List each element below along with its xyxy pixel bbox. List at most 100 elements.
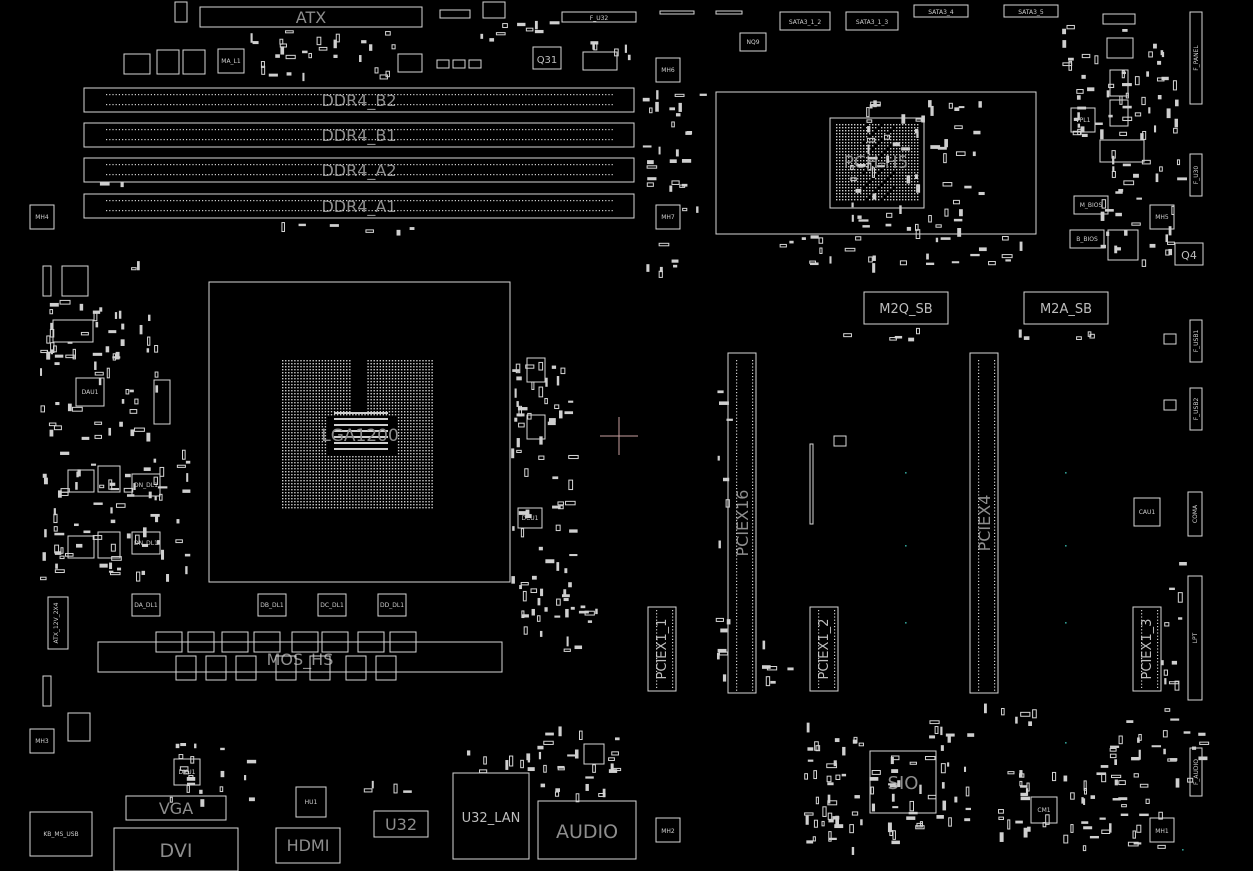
mos-heatsink: MOS_HS	[97, 641, 503, 673]
mh5-mount: MH5	[1149, 204, 1175, 230]
svg-text:U32: U32	[385, 815, 417, 834]
dimm-slot-b1: DDR4_B1	[83, 122, 635, 148]
da-dl1-part: DA_DL1	[131, 593, 161, 617]
mh2-mount: MH2	[655, 817, 681, 843]
svg-text:LPT: LPT	[1192, 632, 1199, 643]
svg-text:F_U32: F_U32	[590, 15, 609, 22]
q4-part: Q4	[1174, 242, 1204, 266]
mh6-mount: MH6	[655, 57, 681, 83]
svg-text:MH4: MH4	[35, 214, 49, 221]
svg-text:DD_DL1: DD_DL1	[380, 602, 404, 609]
pciex1-2-slot: PCIEX1_2	[809, 606, 839, 692]
svg-text:PCIEX1_2: PCIEX1_2	[817, 619, 832, 680]
svg-text:DAU1: DAU1	[82, 389, 99, 396]
svg-text:MH6: MH6	[661, 67, 675, 74]
svg-text:DXU1: DXU1	[179, 769, 196, 776]
svg-text:U32_LAN: U32_LAN	[462, 811, 521, 826]
atx-power-connector: ATX	[199, 6, 423, 28]
pciex1-1-slot: PCIEX1_1	[647, 606, 677, 692]
u32-port: U32	[373, 810, 429, 838]
svg-text:DDR4_B2: DDR4_B2	[321, 91, 396, 111]
svg-text:AUDIO: AUDIO	[556, 821, 618, 843]
svg-text:DVI: DVI	[160, 840, 193, 862]
svg-text:KB_MS_USB: KB_MS_USB	[43, 831, 78, 838]
f-u30-header: F_U30	[1189, 153, 1203, 197]
pciex16-slot: PCIEX16	[727, 352, 757, 694]
svg-text:VPL1: VPL1	[1076, 117, 1091, 124]
svg-text:HDMI: HDMI	[287, 836, 330, 855]
svg-text:F_AUDIO: F_AUDIO	[1193, 759, 1200, 785]
svg-text:B_BIOS: B_BIOS	[1076, 236, 1098, 243]
m-bios-chip: M_BIOS	[1073, 195, 1109, 215]
dimm-pin-rows	[106, 94, 613, 212]
svg-text:VGA: VGA	[159, 799, 193, 818]
svg-text:PCH-H5: PCH-H5	[844, 153, 909, 173]
svg-text:F_USB1: F_USB1	[1193, 330, 1200, 353]
nq9-part: NQ9	[739, 32, 767, 52]
ma-l1-part: MA_L1	[217, 48, 245, 74]
svg-text:M2Q_SB: M2Q_SB	[879, 302, 932, 317]
svg-text:F_PANEL: F_PANEL	[1193, 45, 1200, 71]
svg-text:Q4: Q4	[1181, 249, 1197, 262]
dvi-port: DVI	[113, 827, 239, 871]
kb-ms-usb-port: KB_MS_USB	[29, 811, 93, 857]
f-usb2-header: F_USB2	[1189, 387, 1203, 431]
sata-connector-4: SATA3_5	[1003, 4, 1059, 18]
pciex1-3-slot: PCIEX1_3	[1132, 606, 1162, 692]
sio-chip: SIO	[869, 750, 937, 814]
svg-text:PCIEX4: PCIEX4	[975, 495, 994, 552]
f-u32-header: F_U32	[561, 11, 637, 23]
crosshair-icon	[600, 417, 638, 455]
smd-components	[40, 20, 1210, 855]
svg-text:MOS_HS: MOS_HS	[267, 650, 334, 670]
dcu1-part: DCU1	[517, 507, 543, 529]
cpu-socket: LGA1200	[208, 281, 511, 583]
svg-text:Q31: Q31	[537, 55, 558, 66]
svg-text:SATA3_5: SATA3_5	[1018, 9, 1044, 16]
svg-text:MH5: MH5	[1155, 214, 1169, 221]
db-dl1-part: DB_DL1	[257, 593, 287, 617]
atx12v-connector: ATX_12V_2X4	[47, 596, 69, 650]
svg-text:ATX_12V_2X4: ATX_12V_2X4	[53, 602, 60, 643]
svg-text:F_U30: F_U30	[1193, 166, 1200, 185]
svg-text:M_BIOS: M_BIOS	[1080, 202, 1103, 209]
svg-text:DB_DL1: DB_DL1	[260, 602, 284, 609]
svg-text:M2A_SB: M2A_SB	[1040, 302, 1092, 317]
f-usb1-header: F_USB1	[1189, 319, 1203, 363]
mh4-mount: MH4	[29, 204, 55, 230]
hu1-part: HU1	[295, 786, 327, 818]
dimm-slot-b2: DDR4_B2	[83, 87, 635, 113]
dd-dl1-part: DD_DL1	[377, 593, 407, 617]
dimm-slot-a2: DDR4_A2	[83, 157, 635, 183]
svg-text:CM1: CM1	[1037, 807, 1050, 814]
svg-text:DDR4_A2: DDR4_A2	[321, 161, 396, 181]
mh7-mount: MH7	[655, 204, 681, 230]
cm1-part: CM1	[1030, 796, 1058, 824]
svg-text:DDR4_B1: DDR4_B1	[321, 126, 396, 146]
svg-text:SATA3_1_2: SATA3_1_2	[789, 19, 821, 26]
svg-text:NQ9: NQ9	[746, 39, 759, 46]
svg-text:HU1: HU1	[305, 799, 318, 806]
m2q-slot: M2Q_SB	[863, 291, 949, 325]
lpt-header: LPT	[1187, 575, 1203, 701]
sata-connector-1: SATA3_1_2	[779, 11, 831, 31]
svg-text:SATA3_4: SATA3_4	[928, 9, 954, 16]
svg-text:PCIEX1_3: PCIEX1_3	[1140, 619, 1155, 680]
u32-lan-port: U32_LAN	[452, 772, 530, 860]
svg-text:DDR4_A1: DDR4_A1	[321, 197, 396, 217]
svg-text:MH2: MH2	[661, 828, 675, 835]
caul-part: CAU1	[1133, 497, 1161, 527]
dxu1-part: DXU1	[173, 758, 201, 786]
svg-text:DN_DL1: DN_DL1	[134, 540, 158, 547]
b-bios-chip: B_BIOS	[1069, 229, 1105, 249]
q31-part: Q31	[532, 46, 562, 70]
svg-text:MH1: MH1	[1155, 828, 1169, 835]
sata-connector-2: SATA3_1_3	[845, 11, 899, 31]
svg-text:DC_DL1: DC_DL1	[320, 602, 344, 609]
vga-port: VGA	[125, 795, 227, 821]
pciex4-slot: PCIEX4	[969, 352, 999, 694]
f-panel-header: F_PANEL	[1189, 11, 1203, 105]
svg-text:DN_DL1: DN_DL1	[134, 482, 158, 489]
hdmi-port: HDMI	[275, 827, 341, 864]
